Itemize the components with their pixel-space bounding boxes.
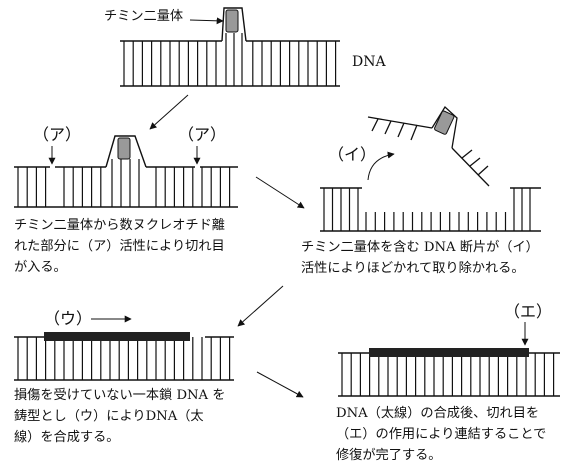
dimer-pointer-arrow <box>189 17 224 25</box>
flow-arrow-1 <box>149 94 189 130</box>
thymine-dimer-label: チミン二量体 <box>104 9 184 24</box>
step3-dna <box>14 315 234 381</box>
step4-caption-line-3: 修復が完了する。 <box>336 448 442 463</box>
dna-label: DNA <box>352 54 386 70</box>
flow-arrow-4 <box>256 371 304 398</box>
step4-base-pairs <box>341 353 555 396</box>
step2-caption-line-2: 活性によりほどかれて取り除かれる。 <box>301 261 525 276</box>
excised-fragment <box>367 105 490 187</box>
step3-caption-line-1: 損傷を受けていない一本鎖 DNA を <box>14 388 226 403</box>
thymine-dimer-top <box>225 9 239 33</box>
polymerase-label: （ウ） <box>44 309 93 328</box>
step1-caption-line-1: チミン二量体から数ヌクレオチド離 <box>14 218 225 233</box>
flow-arrow-3 <box>237 285 284 327</box>
step3-caption-line-2: 鋳型とし（ウ）によりDNA（太 <box>14 409 204 424</box>
step4-caption-line-2: （エ）の作用により連結することで <box>336 427 547 442</box>
ligated-strand <box>369 348 529 357</box>
helicase-label: （イ） <box>328 145 377 164</box>
step1-caption-line-3: が入る。 <box>14 260 67 275</box>
step2-dna <box>320 105 541 232</box>
step2-caption-line-1: チミン二量体を含む DNA 断片が（イ） <box>301 240 539 255</box>
step3-caption-line-3: 線）を合成する。 <box>14 430 120 445</box>
flow-arrow-2 <box>255 176 305 209</box>
step4-dna <box>338 322 560 397</box>
ligase-label: （エ） <box>504 302 553 321</box>
thymine-dimer-step1 <box>117 137 131 160</box>
step2-base-pairs <box>323 188 531 231</box>
cut-label-right: （ア） <box>178 125 227 144</box>
step3-base-pairs <box>17 337 231 380</box>
step1-caption-line-2: れた部分に（ア）活性により切れ目 <box>14 239 225 254</box>
new-synthesized-strand <box>44 332 190 341</box>
step4-caption-line-1: DNA（太線）の合成後、切れ目を <box>336 406 540 421</box>
top-dna-base-pairs <box>123 33 337 86</box>
unwind-arrow <box>367 151 395 181</box>
thymine-dimer-step2 <box>434 110 455 135</box>
step1-base-pairs <box>17 159 231 207</box>
top-dna <box>120 7 340 87</box>
cut-label-left: （ア） <box>33 125 82 144</box>
step1-dna <box>14 135 238 208</box>
